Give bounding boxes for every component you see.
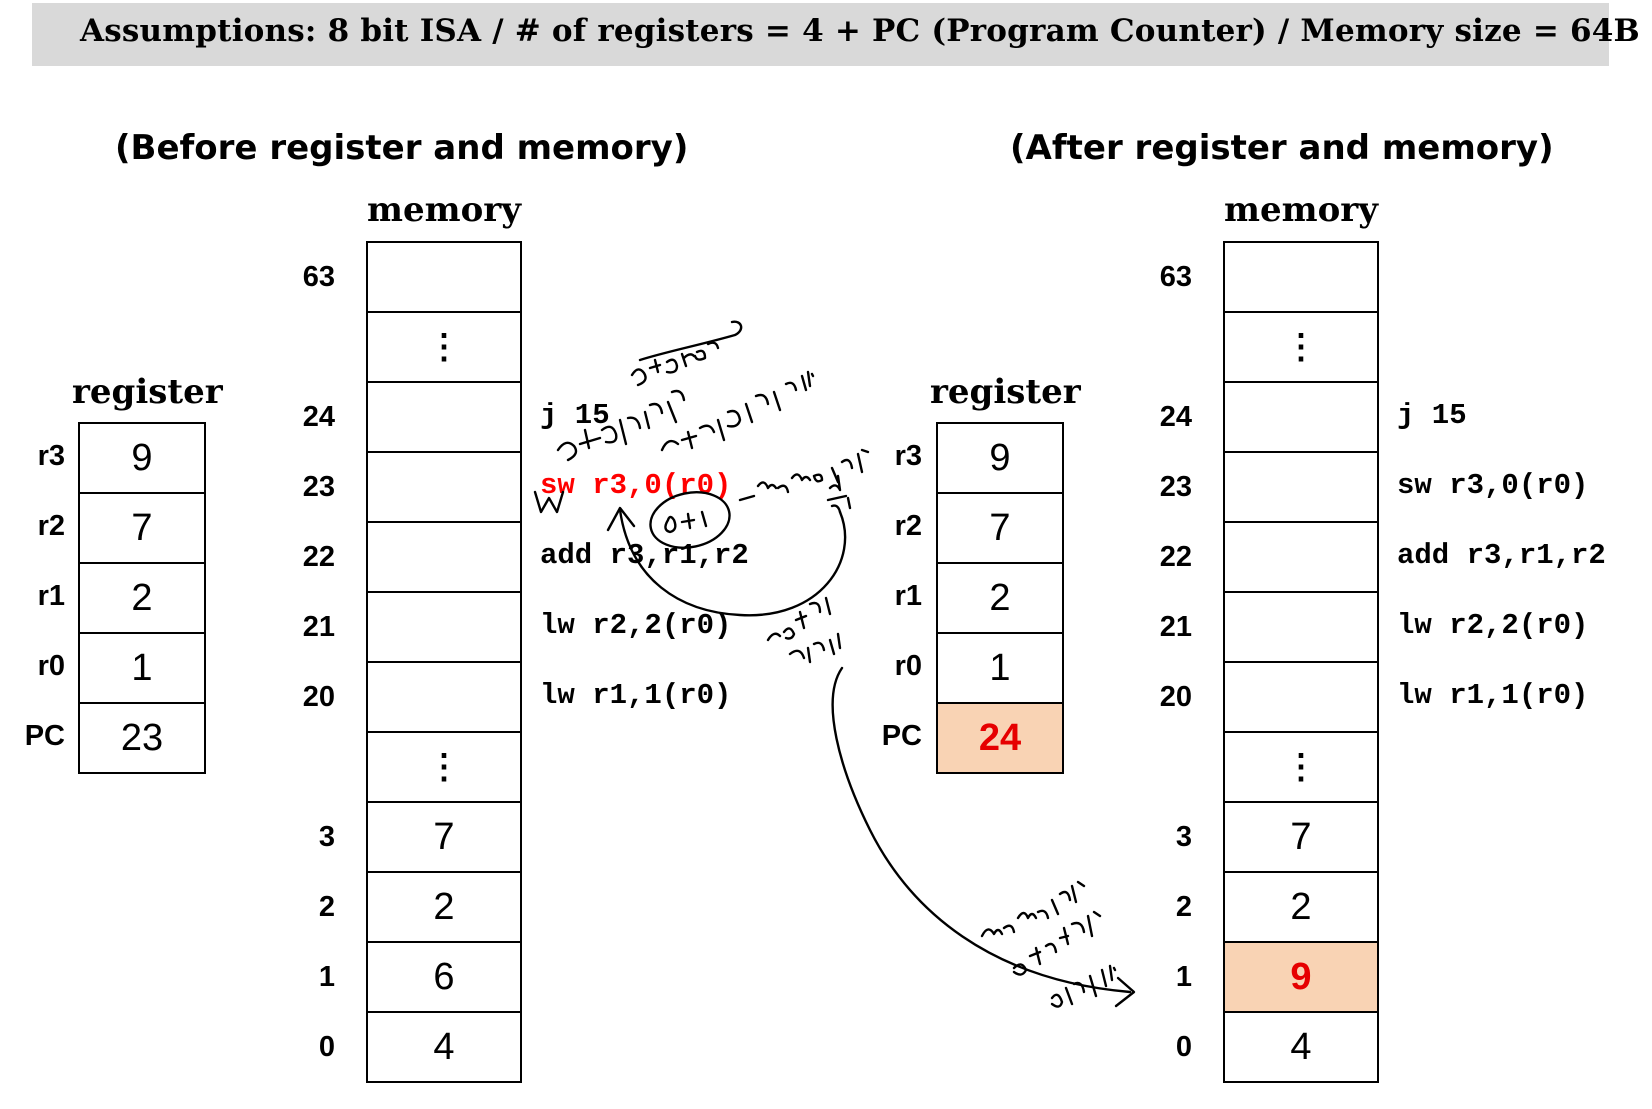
before-instruction-22: add r3,r1,r2	[540, 539, 749, 572]
after-instruction-20: lw r1,1(r0)	[1397, 679, 1589, 712]
before-memory-address-0: 0	[318, 1031, 335, 1063]
after-memory-heading: memory	[1224, 190, 1378, 230]
store-note-underline	[638, 320, 743, 362]
after-title: (After register and memory)	[1010, 128, 1554, 168]
state-note	[980, 880, 1086, 938]
before-memory-cell-22	[366, 521, 522, 593]
before-memory-address-22: 22	[302, 541, 335, 573]
after-memory-address-20: 20	[1159, 681, 1192, 713]
before-memory-cell-21	[366, 591, 522, 663]
before-memory-cell-gap: ⋮	[366, 311, 522, 383]
after-register-label-r1: r1	[894, 580, 922, 612]
after-instruction-24: j 15	[1397, 399, 1467, 432]
after-instruction-22: add r3,r1,r2	[1397, 539, 1606, 572]
after-memory-cell-20	[1223, 661, 1379, 733]
before-register-r0: 1	[78, 632, 206, 704]
before-register-label-r1: r1	[37, 580, 65, 612]
assumptions-text: Assumptions: 8 bit ISA / # of registers …	[80, 13, 1640, 49]
before-memory-cell-2: 2	[366, 871, 522, 943]
before-register-label-pc: PC	[24, 720, 65, 752]
after-register-heading: register	[930, 372, 1081, 412]
before-register-heading: register	[72, 372, 223, 412]
after-memory-cell-63	[1223, 241, 1379, 313]
after-memory-address-63: 63	[1159, 261, 1192, 293]
before-register-r3: 9	[78, 422, 206, 494]
before-title: (Before register and memory)	[115, 128, 689, 168]
memory-note	[738, 448, 870, 502]
r3-arrowhead	[606, 506, 636, 532]
before-register-pc: 23	[78, 702, 206, 774]
ellipsis-icon: ⋮	[427, 748, 461, 786]
after-memory-address-21: 21	[1159, 611, 1192, 643]
before-instruction-24: j 15	[540, 399, 610, 432]
state-note-2	[1012, 910, 1102, 976]
after-memory-address-3: 3	[1175, 821, 1192, 853]
after-register-label-r3: r3	[894, 440, 922, 472]
before-memory-cell-23	[366, 451, 522, 523]
before-memory-cell-1: 6	[366, 941, 522, 1013]
match-note	[826, 474, 852, 514]
after-instruction-21: lw r2,2(r0)	[1397, 609, 1589, 642]
after-memory-address-2: 2	[1175, 891, 1192, 923]
before-instruction-21: lw r2,2(r0)	[540, 609, 732, 642]
before-memory-cell-63	[366, 241, 522, 313]
before-memory-address-24: 24	[302, 401, 335, 433]
before-memory-cell-20	[366, 661, 522, 733]
before-instruction-23: sw r3,0(r0)	[540, 469, 732, 502]
store-note-scribble	[630, 341, 720, 387]
after-memory-cell-gap: ⋮	[1223, 731, 1379, 803]
after-register-label-pc: PC	[881, 720, 922, 752]
state-note-3	[1050, 964, 1117, 1008]
before-memory-cell-0: 4	[366, 1011, 522, 1083]
after-memory-cell-21	[1223, 591, 1379, 663]
after-memory-cell-2: 2	[1223, 871, 1379, 943]
korean-note-2	[660, 370, 815, 452]
after-memory-cell-22	[1223, 521, 1379, 593]
before-memory-address-2: 2	[318, 891, 335, 923]
before-register-r2: 7	[78, 492, 206, 564]
before-memory-address-3: 3	[318, 821, 335, 853]
before-memory-address-1: 1	[318, 961, 335, 993]
ellipsis-icon: ⋮	[1284, 748, 1318, 786]
after-memory-cell-3: 7	[1223, 801, 1379, 873]
after-register-r0: 1	[936, 632, 1064, 704]
before-memory-cell-gap: ⋮	[366, 731, 522, 803]
before-memory-address-23: 23	[302, 471, 335, 503]
after-memory-address-1: 1	[1175, 961, 1192, 993]
before-memory-cell-24	[366, 381, 522, 453]
after-register-r3: 9	[936, 422, 1064, 494]
before-memory-address-21: 21	[302, 611, 335, 643]
ellipsis-icon: ⋮	[1284, 328, 1318, 366]
before-memory-cell-3: 7	[366, 801, 522, 873]
after-register-label-r2: r2	[894, 510, 922, 542]
after-memory-cell-1: 9	[1223, 941, 1379, 1013]
offset-text	[664, 510, 708, 534]
before-register-label-r0: r0	[37, 650, 65, 682]
after-instruction-23: sw r3,0(r0)	[1397, 469, 1589, 502]
after-register-pc: 24	[936, 702, 1064, 774]
after-memory-address-0: 0	[1175, 1031, 1192, 1063]
before-memory-address-63: 63	[302, 261, 335, 293]
after-memory-cell-gap: ⋮	[1223, 311, 1379, 383]
before-register-label-r3: r3	[37, 440, 65, 472]
before-register-label-r2: r2	[37, 510, 65, 542]
after-register-label-r0: r0	[894, 650, 922, 682]
after-register-r2: 7	[936, 492, 1064, 564]
state-arrowhead	[1114, 976, 1136, 1008]
after-memory-address-24: 24	[1159, 401, 1192, 433]
after-register-r1: 2	[936, 562, 1064, 634]
before-instruction-20: lw r1,1(r0)	[540, 679, 732, 712]
after-memory-cell-24	[1223, 381, 1379, 453]
after-memory-address-22: 22	[1159, 541, 1192, 573]
before-register-r1: 2	[78, 562, 206, 634]
after-memory-cell-23	[1223, 451, 1379, 523]
assumptions-banner: Assumptions: 8 bit ISA / # of registers …	[32, 3, 1640, 66]
r3-note	[766, 596, 842, 664]
before-memory-address-20: 20	[302, 681, 335, 713]
before-memory-heading: memory	[367, 190, 521, 230]
ellipsis-icon: ⋮	[427, 328, 461, 366]
after-memory-cell-0: 4	[1223, 1011, 1379, 1083]
after-memory-address-23: 23	[1159, 471, 1192, 503]
